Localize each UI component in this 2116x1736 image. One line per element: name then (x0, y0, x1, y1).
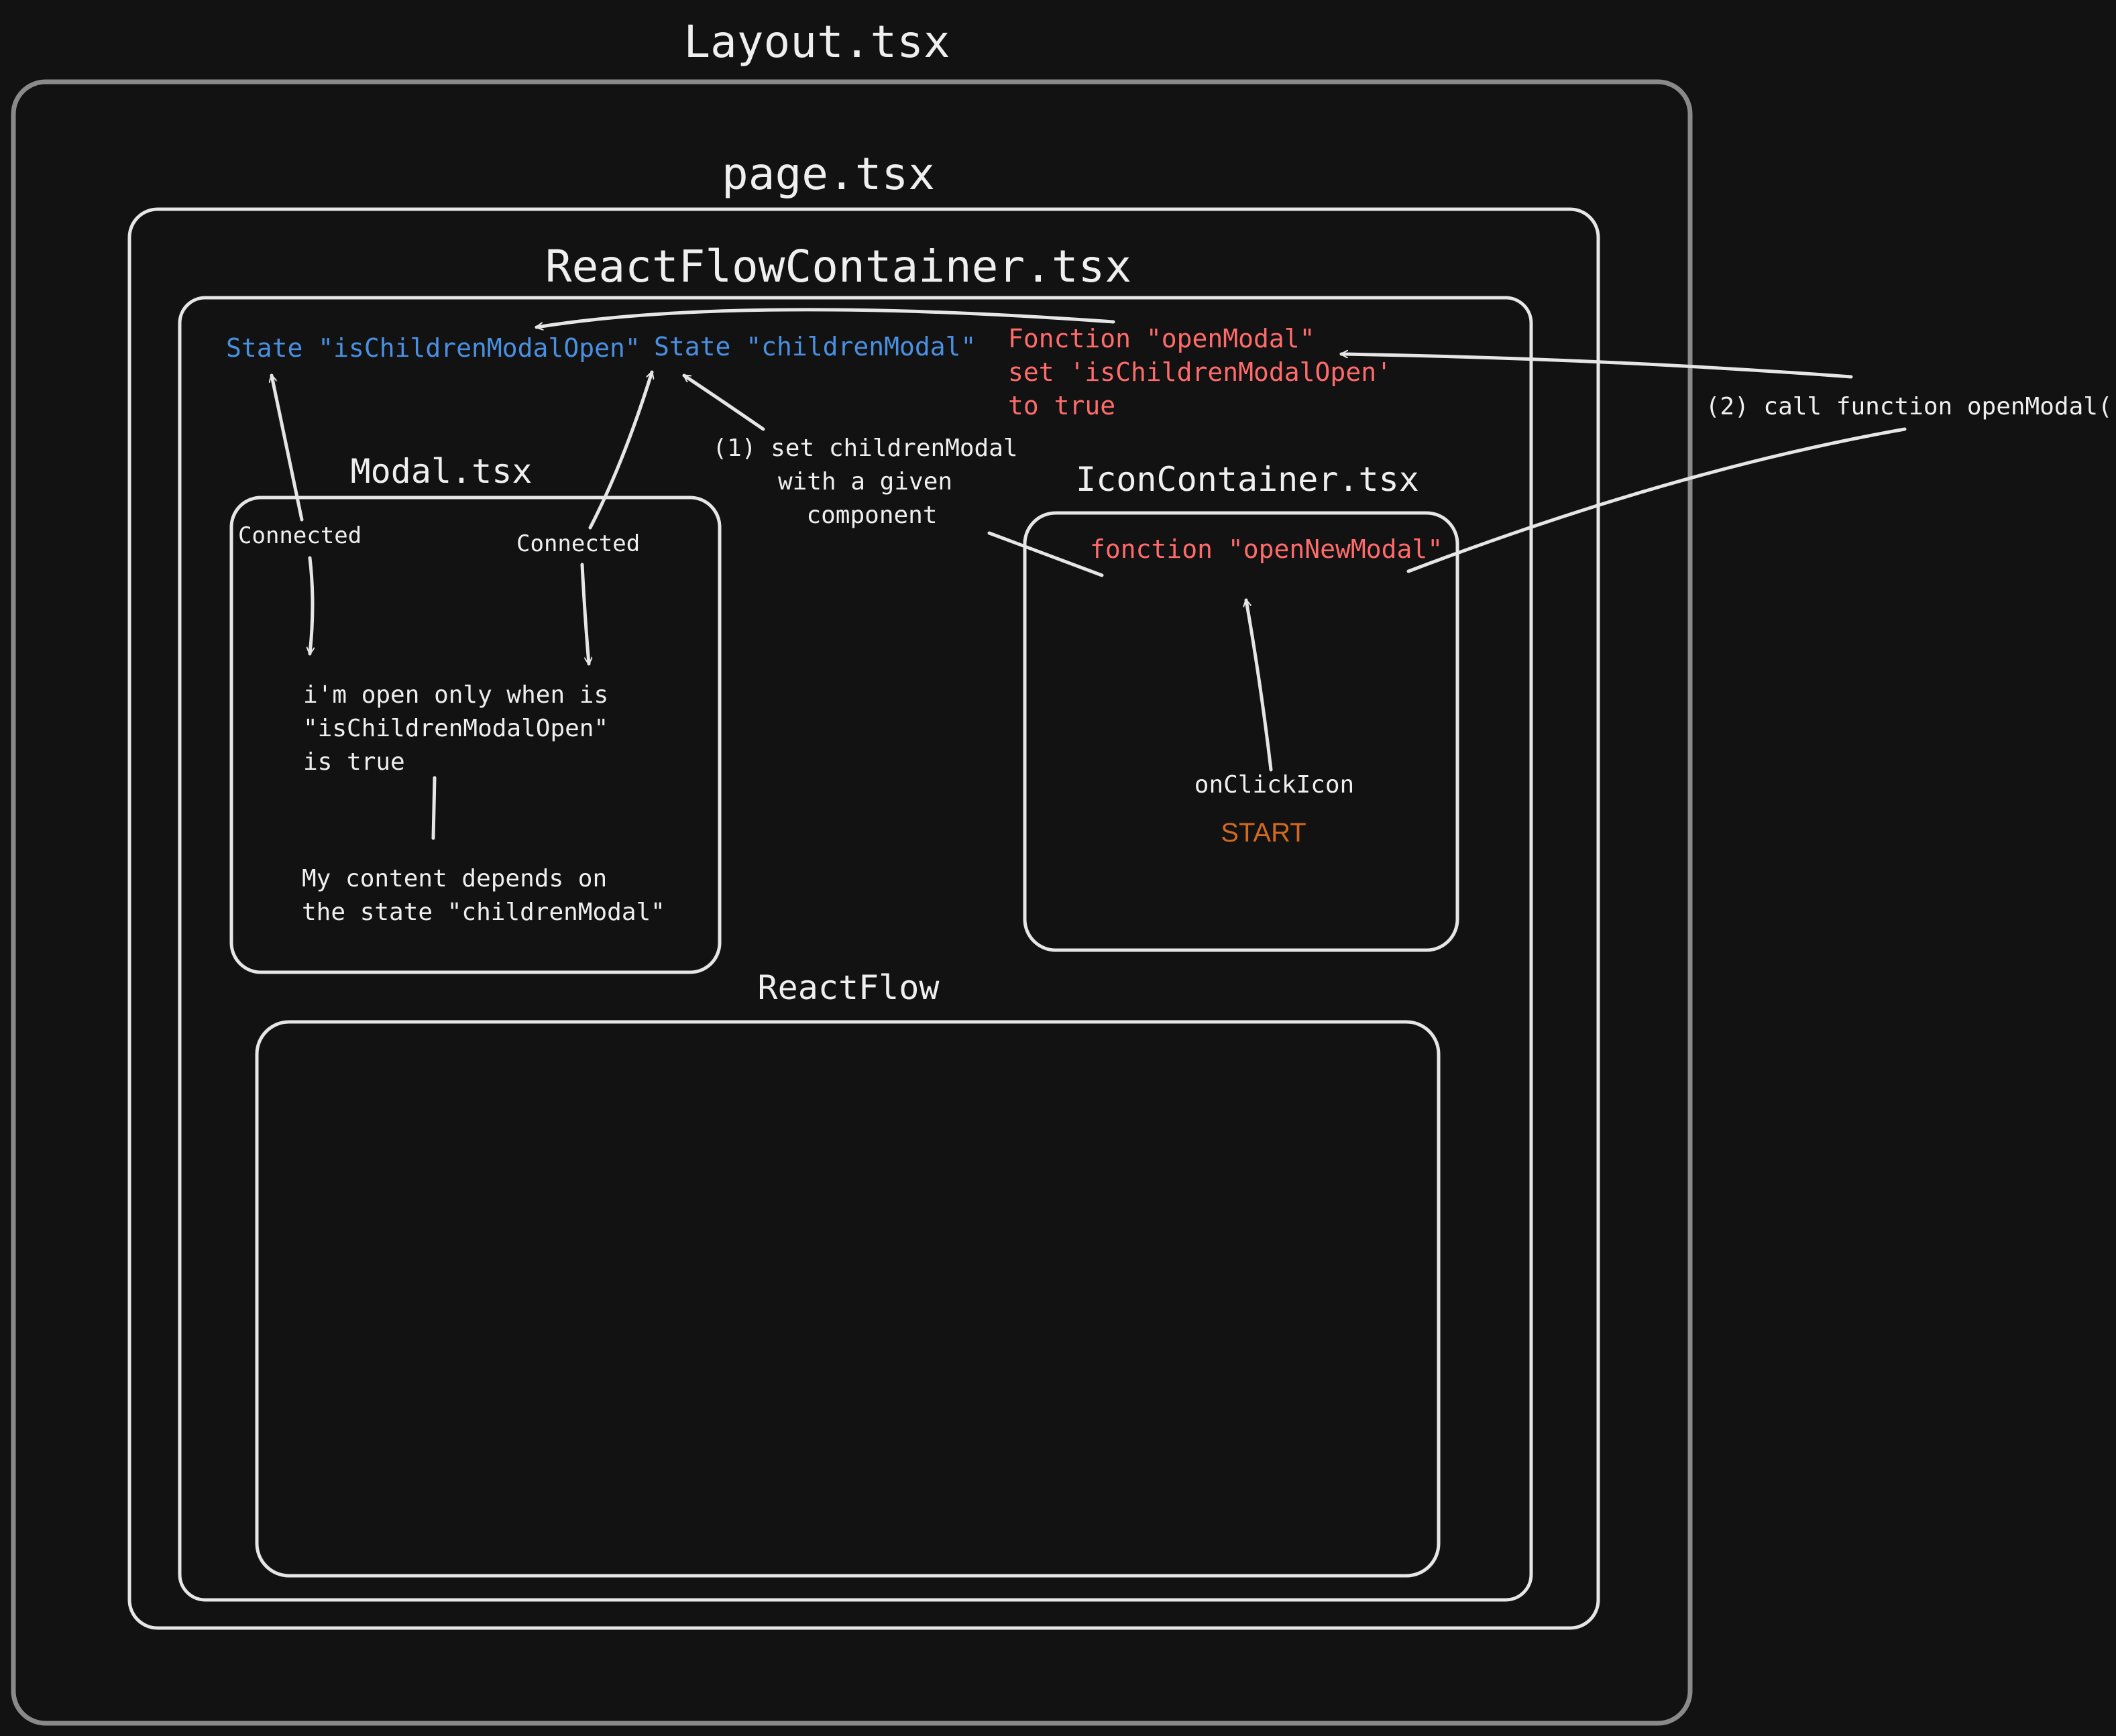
modal-divider (431, 776, 437, 840)
arrow-connected-left-down (310, 556, 313, 654)
set-children-modal-line2: with a given (778, 468, 952, 496)
layout-box (11, 79, 1693, 1726)
open-modal-function-line3: to true (1008, 391, 1115, 420)
page-box (127, 207, 1600, 1630)
modal-open-line2: "isChildrenModalOpen" (303, 715, 608, 742)
arrow-call-to-open-modal (1339, 354, 1853, 379)
arrow-open-modal-to-state (537, 308, 1115, 327)
modal-box (229, 496, 722, 974)
open-new-modal-function: fonction "openNewModal" (1090, 534, 1443, 564)
react-flow-title: ReactFlow (758, 968, 940, 1007)
on-click-icon-label: onClickIcon (1194, 771, 1354, 799)
state-is-children-modal-open: State "isChildrenModalOpen" (226, 333, 641, 363)
modal-connected-left: Connected (238, 522, 361, 549)
icon-container-title: IconContainer.tsx (1076, 460, 1419, 499)
open-modal-function-line2: set 'isChildrenModalOpen' (1008, 357, 1392, 387)
set-children-modal-line3: component (806, 502, 937, 529)
modal-connected-right: Connected (516, 530, 640, 557)
modal-open-line3: is true (303, 748, 405, 776)
modal-content-line2: the state "childrenModal" (302, 899, 665, 926)
icon-container-box (1023, 511, 1459, 952)
react-flow-container-box (178, 296, 1533, 1602)
arrow-connected-right-down (580, 563, 589, 664)
modal-content-line1: My content depends on (302, 865, 607, 892)
arrow-connected-right-up (588, 372, 652, 530)
modal-title: Modal.tsx (351, 452, 533, 491)
set-children-modal-line1: (1) set childrenModal (712, 435, 1017, 462)
layout-title: Layout.tsx (683, 16, 950, 68)
arrow-on-click-to-function (1246, 600, 1273, 772)
arrow-connected-left-up (272, 375, 304, 522)
line-set-children-modal-from-icon (987, 531, 1104, 577)
react-flow-box (255, 1020, 1441, 1578)
start-label: START (1221, 818, 1306, 848)
line-open-new-modal-to-call (1406, 427, 1907, 573)
react-flow-container-title: ReactFlowContainer.tsx (545, 241, 1131, 292)
modal-open-line1: i'm open only when is (303, 681, 608, 709)
arrow-set-children-modal (684, 373, 765, 431)
open-modal-function-line1: Fonction "openModal" (1008, 324, 1315, 353)
state-children-modal: State "childrenModal" (654, 332, 976, 361)
page-title: page.tsx (722, 148, 935, 200)
call-open-modal-label: (2) call function openModal() (1706, 393, 2116, 420)
